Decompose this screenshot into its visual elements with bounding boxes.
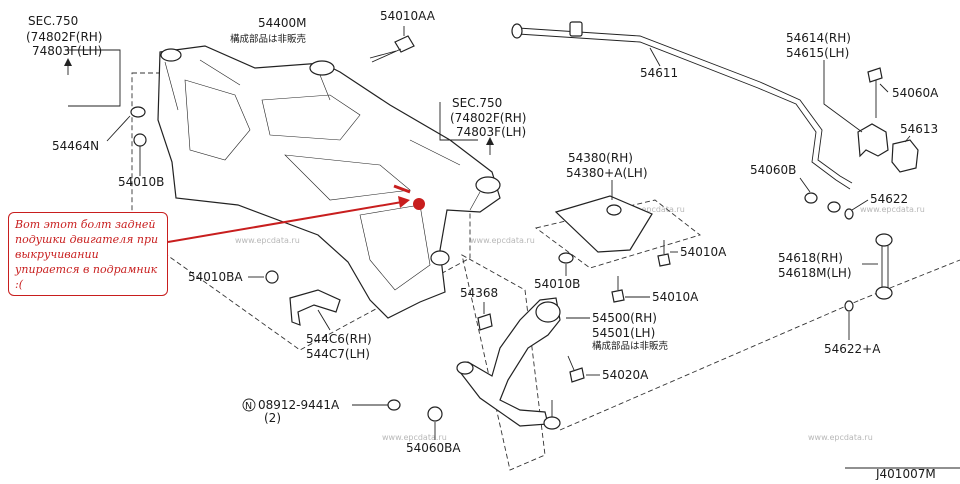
label-sec750-left-lh: 74803F(LH) — [32, 44, 102, 58]
label-sec750-right: SEC.750 — [452, 96, 502, 110]
leader-54622 — [851, 199, 869, 211]
nut-08912 — [387, 399, 401, 411]
label-54614: 54614(RH) — [786, 31, 851, 45]
label-544c6: 544C6(RH) — [306, 332, 372, 346]
watermark: www.epcdata.ru — [382, 433, 447, 442]
label-54380a: 54380+A(LH) — [566, 166, 648, 180]
label-54501-note: 構成部品は非販売 — [592, 340, 668, 352]
bracket-544c6 — [289, 289, 341, 326]
washer-54010b-mid — [558, 252, 574, 264]
label-54010a-1: 54010A — [680, 245, 727, 259]
bolt-54020a-shank — [567, 355, 575, 371]
label-54622a: 54622+A — [824, 342, 881, 356]
sec750-right-bracket — [439, 102, 478, 141]
sec750-right-arrow-head — [486, 137, 494, 145]
label-54060a: 54060A — [892, 86, 939, 100]
nut-54060b — [804, 192, 818, 204]
bushing-54613 — [891, 139, 919, 173]
label-sec750-left-rh: (74802F(RH) — [26, 30, 102, 44]
watermark: www.epcdata.ru — [860, 205, 925, 214]
bracket-54380 — [554, 195, 653, 253]
bolt-54060a — [867, 67, 883, 83]
label-54380: 54380(RH) — [568, 151, 633, 165]
leader-54611 — [649, 47, 661, 67]
leader-54614 — [823, 60, 863, 133]
washer-54622a — [844, 300, 854, 312]
bracket-54380-hole — [606, 204, 622, 216]
label-54613: 54613 — [900, 122, 938, 136]
leader-54613 — [904, 135, 911, 143]
sec750-left-arrow-head — [64, 58, 72, 66]
arm-group-outline — [461, 254, 546, 471]
label-sec750-right-lh: 74803F(LH) — [456, 125, 526, 139]
stabilizer-bar-54611 — [511, 21, 853, 213]
bolt-54368 — [477, 313, 493, 331]
label-54500: 54500(RH) — [592, 311, 657, 325]
n-marker-letter: N — [245, 401, 252, 412]
label-54020a: 54020A — [602, 368, 649, 382]
washer-54622 — [844, 208, 854, 220]
label-54060b: 54060B — [750, 163, 796, 177]
sec750-left-bracket — [68, 49, 121, 107]
annotation-point — [413, 198, 425, 210]
label-54501: 54501(LH) — [592, 326, 655, 340]
leader-54060b — [799, 177, 811, 193]
bolt-54010a-1 — [657, 253, 671, 267]
n-marker-icon — [242, 398, 256, 412]
bolt-54010ba — [265, 270, 279, 284]
label-sec750-right-rh: (74802F(RH) — [450, 111, 526, 125]
bolt-54010a-2 — [611, 289, 625, 303]
label-54400m-note: 構成部品は非販売 — [230, 33, 306, 45]
label-54618: 54618(RH) — [778, 251, 843, 265]
label-54010aa: 54010AA — [380, 9, 436, 23]
label-54368: 54368 — [460, 286, 498, 300]
annotation-arrow-head — [398, 196, 410, 208]
annotation-note: Вот этот болт задней подушки двигателя п… — [8, 212, 168, 296]
label-54010b-left: 54010B — [118, 175, 164, 189]
bolt-54020a — [569, 367, 585, 383]
washer-54464n — [130, 106, 146, 118]
annotation-arrow — [167, 201, 403, 243]
label-54400m: 54400M — [258, 16, 307, 30]
nut-54060ba — [427, 406, 443, 422]
label-54615: 54615(LH) — [786, 46, 849, 60]
watermark: www.epcdata.ru — [470, 236, 535, 245]
stabilizer-link-54618 — [875, 233, 893, 300]
watermark: www.epcdata.ru — [235, 236, 300, 245]
label-sec750-left: SEC.750 — [28, 14, 78, 28]
label-54464n: 54464N — [52, 139, 99, 153]
annotation-note-text: Вот этот болт задней подушки двигателя п… — [15, 218, 159, 291]
lower-arm-54500 — [456, 297, 561, 430]
diagram-code: J401007M — [875, 467, 936, 480]
label-54611: 54611 — [640, 66, 678, 80]
watermark: www.epcdata.ru — [808, 433, 873, 442]
label-54622: 54622 — [870, 192, 908, 206]
label-54010ba: 54010BA — [188, 270, 243, 284]
leader-54060a — [879, 83, 889, 93]
label-544c7: 544C7(LH) — [306, 347, 370, 361]
leader-54464n — [106, 115, 131, 142]
label-54618m: 54618M(LH) — [778, 266, 852, 280]
bolt-54010aa — [369, 35, 415, 63]
annotation-mark — [393, 184, 411, 194]
leader-544c6 — [317, 309, 331, 331]
label-08912-qty: (2) — [264, 411, 281, 425]
clamp-54614 — [857, 123, 889, 158]
label-54010b-mid: 54010B — [534, 277, 580, 291]
label-08912: 08912-9441A — [258, 398, 340, 412]
label-54060ba: 54060BA — [406, 441, 461, 455]
front-subframe — [157, 45, 501, 319]
watermark: www.epcdata.ru — [620, 205, 685, 214]
label-54010a-2: 54010A — [652, 290, 699, 304]
nut-54010b-left — [133, 133, 147, 147]
